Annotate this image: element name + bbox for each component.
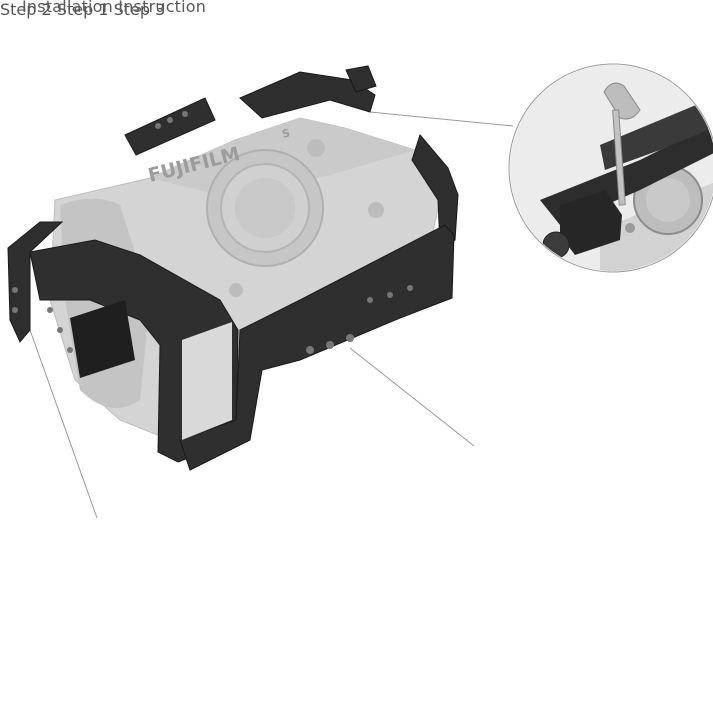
cage-top-bridge — [239, 71, 376, 119]
camera-button — [307, 139, 325, 157]
camera-button — [368, 202, 384, 218]
camera-button — [229, 283, 243, 297]
leader-lines — [29, 111, 514, 519]
leader-line-step3 — [29, 329, 98, 519]
cage-top-bar — [124, 97, 216, 156]
cage-left-plate — [7, 221, 64, 343]
leader-line-step2 — [369, 111, 514, 127]
page-title: Installation Instruction — [22, 0, 207, 16]
camera-cage-main: FUJIFILM S — [7, 65, 459, 471]
camera-side-panel — [182, 322, 232, 440]
cage-rubber-pad — [70, 300, 135, 378]
camera-model-badge: S — [281, 126, 292, 141]
step2-detail — [508, 63, 713, 273]
step2-label: Step 2 — [0, 0, 52, 19]
step1-label: Step 1 — [56, 0, 109, 19]
cage-bottom-plate — [179, 224, 455, 471]
step3-label: Step 3 — [113, 0, 166, 19]
cage-knob — [345, 65, 377, 93]
hex-key-shaft — [612, 109, 626, 206]
hex-key-handle — [603, 82, 641, 120]
leader-line-step1 — [349, 347, 475, 447]
